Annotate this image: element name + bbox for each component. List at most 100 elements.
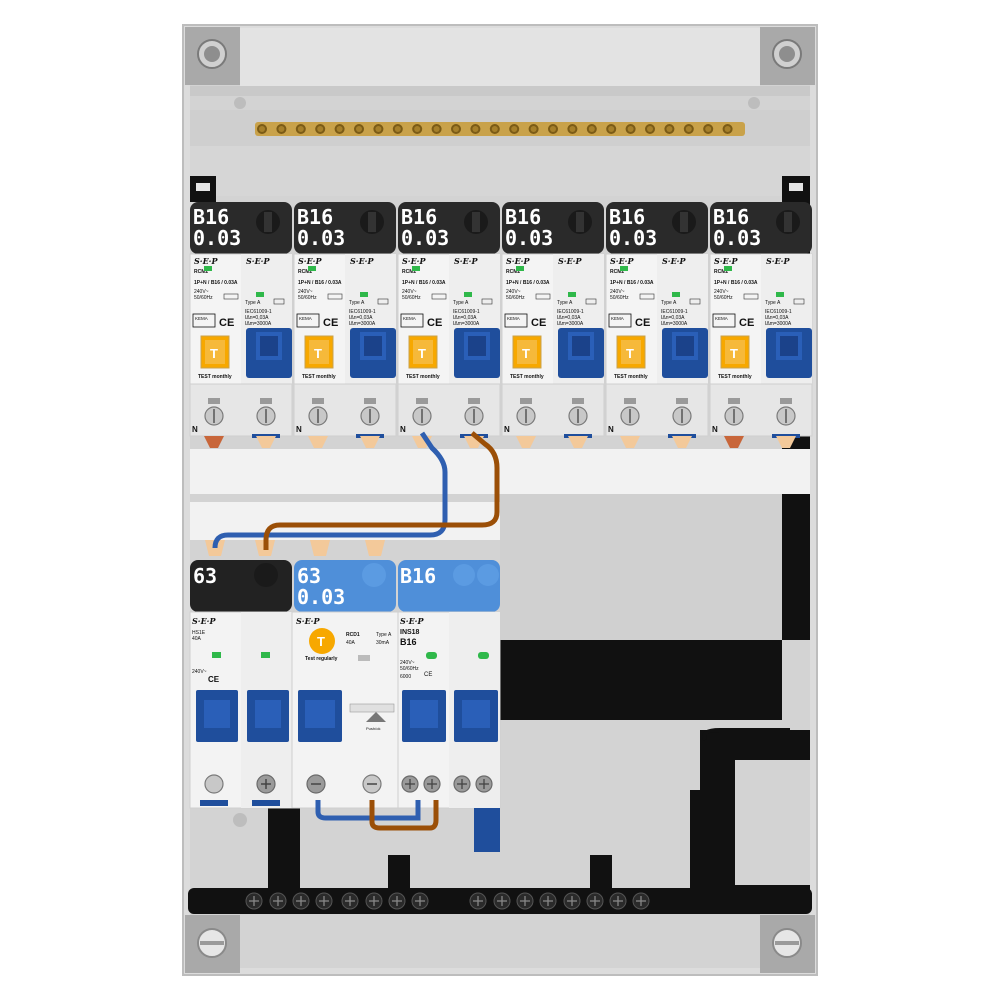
model-text: RCM2	[714, 269, 728, 275]
brand-logo: S·E·P	[610, 256, 634, 266]
cable-tail	[620, 436, 640, 448]
cable-tail	[516, 436, 536, 448]
model-text: RCM2	[298, 269, 312, 275]
kema-mark-icon	[400, 313, 424, 328]
inc-text: IΔm=3000A	[661, 321, 688, 327]
rating-value: B16	[401, 205, 438, 229]
rating-value: B16	[713, 205, 750, 229]
idn-text: IΔn=0,03A	[349, 315, 373, 321]
spec-text: 1P+N / B16 / 0.03A	[402, 280, 446, 286]
voltage-text: 240V~	[194, 289, 209, 295]
spec-text: B16	[400, 637, 417, 647]
rating-value: 63	[297, 564, 322, 588]
ce-mark-icon: CE	[635, 317, 650, 329]
brand-logo: S·E·P	[400, 616, 424, 626]
icn-text: 6000	[400, 674, 411, 680]
standard-text: IEC61009-1	[661, 309, 688, 315]
test-text: TEST monthly	[406, 374, 440, 380]
led-icon	[426, 652, 437, 659]
freq-text: 50/60Hz	[402, 295, 421, 301]
cable-tail	[672, 436, 692, 448]
neutral-text: N	[608, 425, 614, 434]
kema-mark-icon	[296, 313, 320, 328]
brand-logo: S·E·P	[296, 616, 320, 626]
spec-text: 1P+N / B16 / 0.03A	[298, 280, 342, 286]
spec-text: 1P+N / B16 / 0.03A	[610, 280, 654, 286]
terminal-block	[605, 383, 709, 437]
cable-tail	[204, 436, 224, 448]
type-text: Type A	[453, 300, 469, 306]
brand-logo: S·E·P	[350, 256, 374, 266]
type-text: Type A	[376, 632, 392, 638]
brand-logo: S·E·P	[662, 256, 686, 266]
model-text: RCM2	[402, 269, 416, 275]
kema-text: KEMA	[507, 316, 520, 321]
led-icon	[724, 266, 732, 271]
kema-mark-icon	[192, 313, 216, 328]
brand-logo: S·E·P	[298, 256, 322, 266]
voltage-text: 240V~	[298, 289, 313, 295]
model-text: RCM2	[610, 269, 624, 275]
mcb-label-text: B16	[400, 566, 436, 587]
wire-neutral-blue-lower	[315, 800, 421, 821]
ce-mark-icon: CE	[739, 317, 754, 329]
kema-mark-icon	[504, 313, 528, 328]
sensitivity-value: 0.03	[401, 226, 450, 250]
push-arrow-icon	[366, 712, 386, 722]
kema-text: KEMA	[715, 316, 728, 321]
voltage-text: 240V~	[402, 289, 417, 295]
ce-mark-icon: CE	[208, 675, 220, 684]
push-text: Push/ok	[366, 726, 380, 731]
idn-text: IΔn=0,03A	[245, 315, 269, 321]
brand-logo: S·E·P	[402, 256, 426, 266]
test-button-label: T	[626, 346, 634, 361]
top-cover	[240, 28, 760, 86]
voltage-text: 240V~	[610, 289, 625, 295]
sensitivity-value: 0.03	[297, 226, 346, 250]
spec-text: 1P+N / B16 / 0.03A	[714, 280, 758, 286]
test-button-label: T	[730, 346, 738, 361]
cable-tail	[308, 436, 328, 448]
kema-text: KEMA	[611, 316, 624, 321]
rating-value: B16	[400, 564, 437, 588]
cable-tail	[310, 540, 330, 556]
test-button-label: T	[314, 346, 322, 361]
brand-logo: S·E·P	[506, 256, 530, 266]
busbar-screws	[245, 892, 650, 910]
test-button-label: T	[317, 634, 325, 649]
screw-icon	[254, 563, 278, 587]
led-icon	[516, 266, 524, 271]
terminal-block	[397, 383, 501, 437]
type-text: Type A	[245, 300, 261, 306]
wire-live-brown	[263, 431, 500, 550]
idn-text: IΔn=0,03A	[661, 315, 685, 321]
neutral-text: N	[400, 425, 406, 434]
cable-tail	[568, 436, 588, 448]
corner-mount-bottom-left	[185, 915, 240, 973]
kema-mark-icon	[712, 313, 736, 328]
cable-tail	[256, 436, 276, 448]
test-button-label: T	[210, 346, 218, 361]
freq-text: 50/60Hz	[298, 295, 317, 301]
rcbo-module[interactable]: S·E·P S·E·P RCM2 1P+N / B16 / 0.03A 240V~50/…	[293, 202, 397, 448]
brand-logo: S·E·P	[246, 256, 270, 266]
freq-text: 50/60Hz	[506, 295, 525, 301]
neutral-rail	[500, 202, 810, 720]
led-icon	[620, 266, 628, 271]
cable-tail	[365, 540, 385, 556]
model-text: RCM2	[506, 269, 520, 275]
